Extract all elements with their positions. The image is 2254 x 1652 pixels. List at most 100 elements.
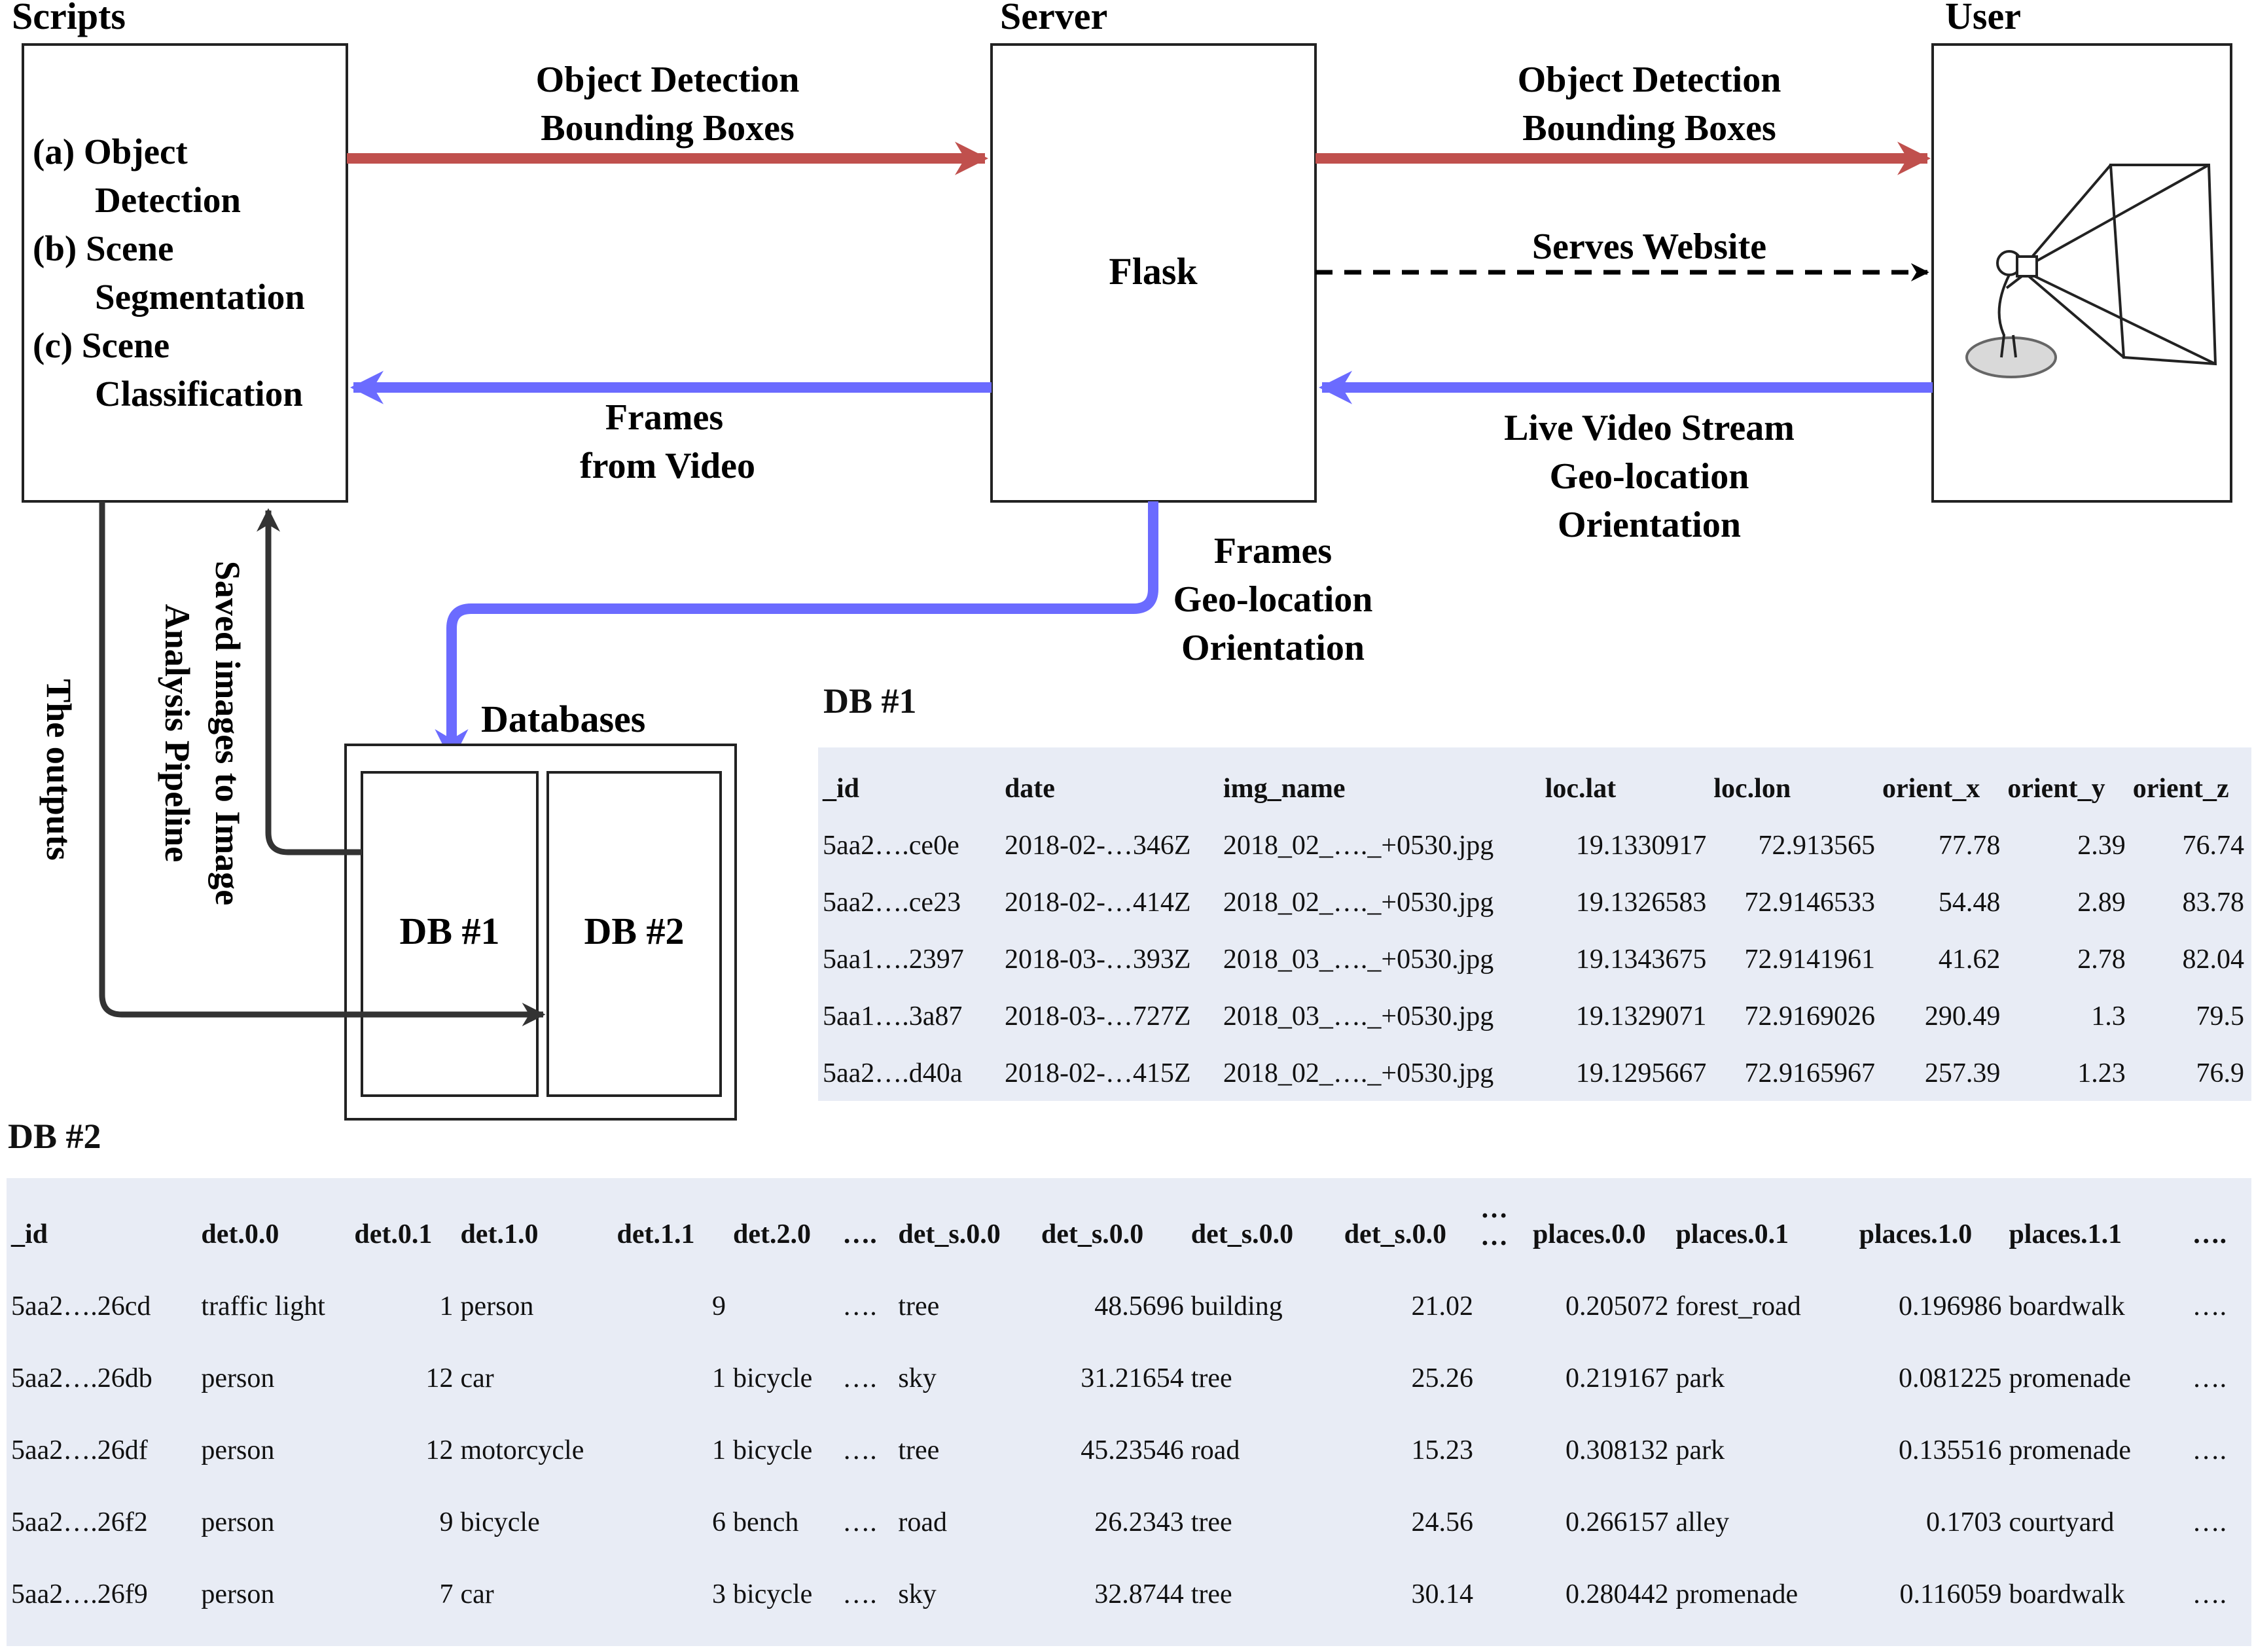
db1-cell: 290.49 [1879, 979, 2003, 1032]
db2-box [546, 771, 722, 1097]
db2-cell: 24.56 [1341, 1469, 1476, 1538]
db1-cell: 2.78 [2005, 922, 2128, 975]
db1-cell: 72.9169026 [1711, 979, 1878, 1032]
db2-cell: tree [1188, 1469, 1340, 1538]
edge-label-frames-a: Frames [605, 397, 723, 438]
edge-label-server-db-c: Orientation [1181, 628, 1365, 668]
db2-cell: …. [2189, 1397, 2247, 1466]
db1-cell: 76.9 [2130, 1035, 2247, 1089]
edge-label-saved-images-b: Analysis Pipeline [158, 604, 197, 863]
db1-cell: 76.74 [2130, 808, 2247, 861]
db1-cell: 5aa2….ce23 [820, 865, 1000, 918]
flask-label: Flask [1109, 250, 1198, 293]
db2-cell: 12 [351, 1397, 456, 1466]
db1-cell: 19.1330917 [1542, 808, 1709, 861]
db2-cell: 45.23546 [1038, 1397, 1187, 1466]
scripts-line-1: (a) Object [33, 132, 188, 171]
user-title: User [1945, 0, 2021, 37]
edge-label-live-stream-a: Live Video Stream [1504, 408, 1795, 448]
db1-cell: 5aa2….ce0e [820, 808, 1000, 861]
db2-cell: bicycle [730, 1541, 838, 1610]
db2-cell: person [198, 1469, 350, 1538]
db2-cell [1477, 1325, 1528, 1394]
db2-cell: car [457, 1541, 613, 1610]
edge-label-detection-2a: Object Detection [1518, 60, 1781, 100]
db2-col-header: det_s.0.0 [1188, 1181, 1340, 1250]
db1-cell: 19.1329071 [1542, 979, 1709, 1032]
db1-cell: 2018_02_…._+0530.jpg [1220, 865, 1541, 918]
db1-cell: 1.23 [2005, 1035, 2128, 1089]
db1-cell: 19.1343675 [1542, 922, 1709, 975]
edge-label-detection-1b: Bounding Boxes [541, 108, 795, 149]
db1-cell: 2018-02-…414Z [1001, 865, 1219, 918]
db2-cell: traffic light [198, 1253, 350, 1322]
db1-cell: 82.04 [2130, 922, 2247, 975]
db2-cell: …. [840, 1397, 894, 1466]
db2-col-header: det.0.0 [198, 1181, 350, 1250]
db2-cell: courtyard [2006, 1469, 2188, 1538]
db1-col-header: date [1001, 751, 1219, 804]
scripts-line-4: Segmentation [95, 277, 305, 317]
db2-cell: 5aa2….26cd [9, 1253, 197, 1322]
db1-cell: 2018_03_…._+0530.jpg [1220, 922, 1541, 975]
db2-cell: forest_road [1673, 1253, 1855, 1322]
db2-col-header: det.2.0 [730, 1181, 838, 1250]
server-box [990, 43, 1317, 503]
db1-cell: 19.1326583 [1542, 865, 1709, 918]
db2-cell: …. [2189, 1253, 2247, 1322]
edge-label-saved-images-a: Saved images to Image [208, 561, 247, 905]
scripts-line-6: Classification [95, 374, 303, 414]
db1-cell: 5aa2….d40a [820, 1035, 1000, 1089]
db1-cell: 2018-03-…393Z [1001, 922, 1219, 975]
scripts-tasks: (a) Object Detection (b) Scene Segmentat… [33, 132, 305, 414]
db2-cell [1477, 1541, 1528, 1610]
db1-cell: 2018-03-…727Z [1001, 979, 1219, 1032]
db2-cell: 5aa2….26f9 [9, 1541, 197, 1610]
db2-cell: 9 [351, 1469, 456, 1538]
db2-cell: sky [895, 1325, 1037, 1394]
db1-cell: 77.78 [1879, 808, 2003, 861]
edge-label-server-db-a: Frames [1214, 531, 1332, 571]
db2-cell: …. [840, 1253, 894, 1322]
db1-cell: 2018_03_…._+0530.jpg [1220, 979, 1541, 1032]
db2-cell: 31.21654 [1038, 1325, 1187, 1394]
db2-col-header: det_s.0.0 [895, 1181, 1037, 1250]
db2-cell: 9 [614, 1253, 729, 1322]
user-box [1931, 43, 2232, 503]
db2-cell: promenade [1673, 1541, 1855, 1610]
db2-cell: person [457, 1253, 613, 1322]
db1-cell: 19.1295667 [1542, 1035, 1709, 1089]
scripts-to-db-arrow [99, 501, 546, 1026]
db2-cell: 0.135516 [1856, 1397, 2005, 1466]
db1-col-header: orient_y [2005, 751, 2128, 804]
db2-col-header: det_s.0.0 [1038, 1181, 1187, 1250]
db2-cell: sky [895, 1541, 1037, 1610]
db2-col-header: _id [9, 1181, 197, 1250]
db1-cell: 79.5 [2130, 979, 2247, 1032]
edge-label-detection-1a: Object Detection [536, 60, 800, 100]
db1-col-header: _id [820, 751, 1000, 804]
db2-cell: 0.280442 [1530, 1541, 1672, 1610]
db2-cell: 0.1703 [1856, 1469, 2005, 1538]
db2-cell: park [1673, 1397, 1855, 1466]
db2-cell [1477, 1253, 1528, 1322]
edge-label-outputs: The outputs [39, 679, 79, 861]
db2-cell: 5aa2….26df [9, 1397, 197, 1466]
edge-label-live-stream-c: Orientation [1558, 505, 1741, 545]
db2-cell: car [457, 1325, 613, 1394]
db2-cell: bicycle [457, 1469, 613, 1538]
scripts-title: Scripts [12, 0, 126, 37]
db2-cell: alley [1673, 1469, 1855, 1538]
db2-cell: road [895, 1469, 1037, 1538]
db2-cell: bicycle [730, 1397, 838, 1466]
db2-cell: 0.308132 [1530, 1397, 1672, 1466]
db1-cell: 72.9141961 [1711, 922, 1878, 975]
